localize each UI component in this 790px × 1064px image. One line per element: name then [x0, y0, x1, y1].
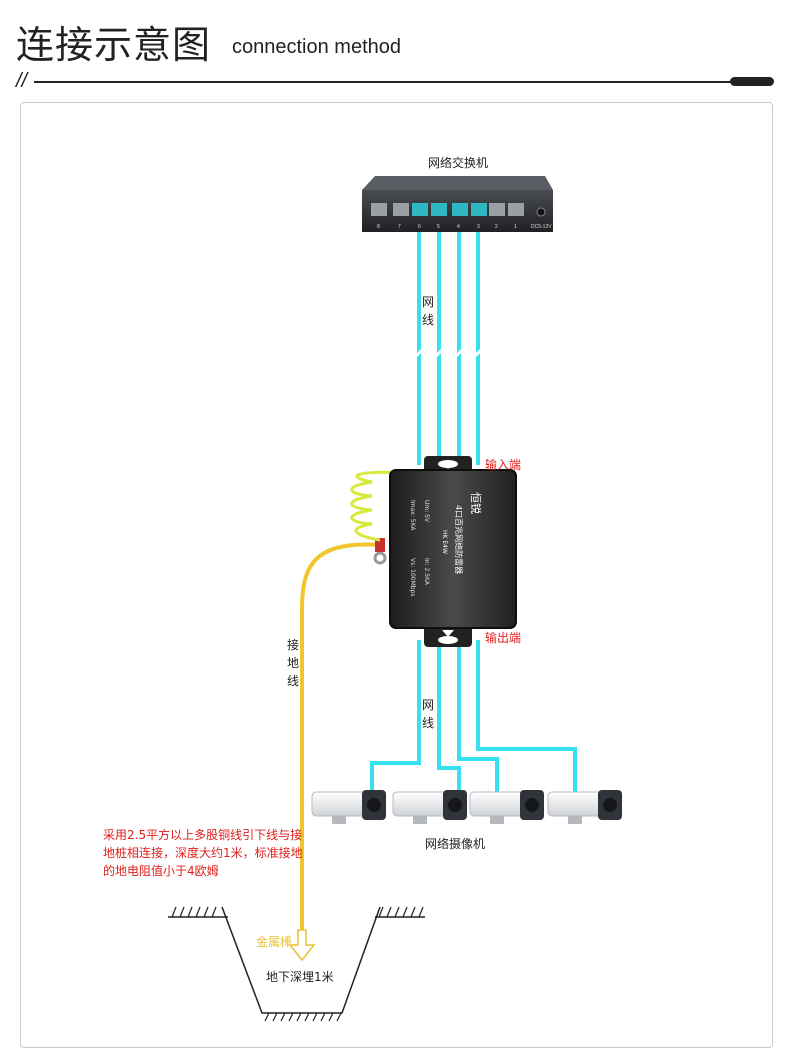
ground-wire — [300, 470, 411, 930]
output-cable — [370, 640, 421, 792]
switch-port-numbers: 8 7 6 5 4 3 2 1 DC5-12V — [377, 224, 552, 230]
network-switch: 8 7 6 5 4 3 2 1 DC5-12V — [362, 176, 553, 232]
switch-power-label: DC5-12V — [531, 224, 552, 230]
camera-label: 网络摄像机 — [425, 837, 486, 851]
switch-top — [362, 176, 553, 190]
cable-label-top: 网线 — [421, 293, 435, 329]
switch-label: 网络交换机 — [428, 156, 489, 170]
mount-hole-top — [438, 460, 458, 468]
network-cameras — [311, 790, 622, 824]
output-cables — [370, 640, 577, 792]
ground-wire-label: 接地线 — [286, 636, 300, 690]
ground-lug — [373, 551, 387, 565]
switch-port — [431, 203, 447, 216]
input-cables — [417, 232, 480, 465]
switch-port — [471, 203, 487, 216]
ground-pit — [168, 906, 425, 1022]
switch-port — [508, 203, 524, 216]
switch-port-number: 2 — [495, 224, 498, 230]
output-port-label: 输出端 — [485, 631, 522, 645]
cable-break-marks — [412, 346, 485, 360]
switch-port — [489, 203, 505, 216]
switch-port-number: 4 — [457, 224, 460, 230]
switch-port-number: 3 — [477, 224, 480, 230]
output-arrow-icon — [442, 630, 454, 637]
grounding-note: 采用2.5平方以上多股铜线引下线与接地桩相连接，深度大约1米，标准接地的地电阻值… — [103, 828, 303, 878]
device-spec: In: 2.5KA — [423, 558, 430, 586]
switch-port-number: 1 — [514, 224, 517, 230]
ground-lug-sleeve — [375, 538, 385, 552]
switch-port-number: 5 — [437, 224, 440, 230]
output-cable — [437, 640, 461, 792]
switch-ports — [371, 203, 524, 216]
page-subtitle: connection method — [232, 36, 402, 58]
switch-port — [393, 203, 409, 216]
device-spec: Um: 5V — [423, 500, 430, 523]
switch-port — [371, 203, 387, 216]
switch-port-number: 6 — [418, 224, 421, 230]
camera — [469, 790, 544, 824]
camera — [392, 790, 467, 824]
device-spec: Vs: 100Mbps — [409, 558, 416, 597]
page-title: 连接示意图 — [16, 23, 212, 67]
camera — [311, 790, 386, 824]
divider-mark: // — [16, 70, 28, 92]
ground-hatching — [171, 906, 424, 1022]
ground-wire-line — [300, 542, 381, 930]
mount-hole-bottom — [438, 636, 458, 644]
ground-rod-arrow — [288, 929, 316, 962]
switch-port-number: 7 — [398, 224, 401, 230]
header-divider — [34, 81, 734, 83]
header-divider-cap — [730, 77, 774, 86]
output-cable — [476, 640, 577, 792]
output-cable — [457, 640, 499, 792]
device-model: HK E4W — [441, 530, 448, 554]
device-spec: Imax: 5KA — [409, 500, 416, 531]
switch-port-number: 8 — [377, 224, 380, 230]
pit-outline — [221, 906, 381, 1014]
device-body — [390, 470, 516, 628]
switch-port — [452, 203, 468, 216]
device-name: 4口百兆网络防雷器 — [454, 505, 464, 574]
switch-power-jack — [536, 207, 546, 217]
input-port-label: 输入端 — [485, 458, 522, 472]
camera — [547, 790, 622, 824]
cable-label-bottom: 网线 — [421, 696, 435, 732]
burial-depth-label: 地下深埋1米 — [266, 970, 334, 984]
switch-port — [412, 203, 428, 216]
device-brand: 恒锐 — [469, 492, 483, 514]
surge-protector: 恒锐 4口百兆网络防雷器 HK E4W Um: 5V Imax: 5KA In:… — [389, 456, 517, 647]
diagram-frame — [20, 102, 773, 1048]
metal-rod-label: 金属棒 — [256, 935, 293, 949]
ground-coil — [350, 470, 411, 542]
